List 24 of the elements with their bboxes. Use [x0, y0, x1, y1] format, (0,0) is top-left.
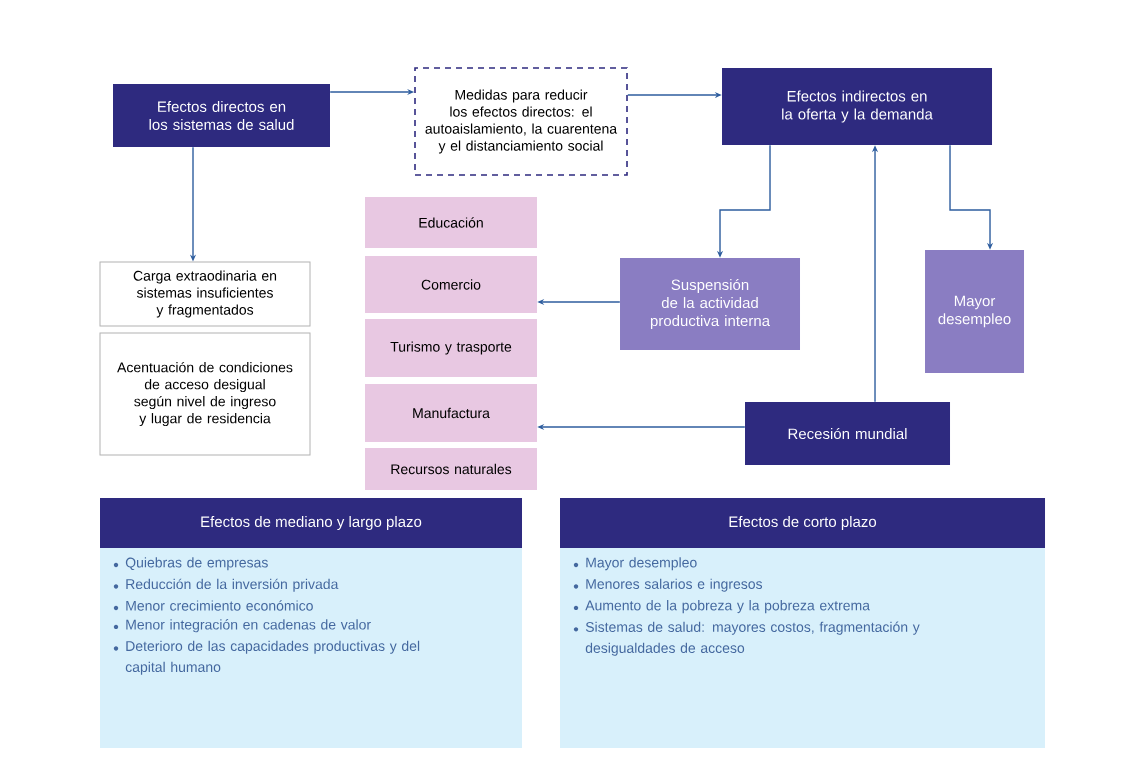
sector-box: Recursos naturales: [365, 448, 537, 490]
sector-box: Educación: [365, 197, 537, 248]
process-box: Acentuación de condiciones de acceso desigual según nivel de ingreso y lugar de residencia: [99, 332, 311, 456]
process-box: Mayor desempleo: [925, 250, 1024, 373]
process-box: Suspensión de la actividad productiva interna: [620, 258, 800, 350]
bullet-item: Aumento de la pobreza y la pobreza extrema: [585, 600, 870, 614]
bullet-item: Reducción de la inversión privada: [126, 578, 339, 592]
panel-heading: Efectos de mediano y largo plazo: [201, 516, 422, 530]
bullet-item: Mayor desempleo: [586, 557, 697, 571]
bullet-item: Menores salarios e ingresos: [586, 578, 763, 592]
process-box: Recesión mundial: [745, 402, 950, 465]
bullet-item: Menor crecimiento económico: [126, 600, 313, 611]
process-box: Efectos directos en los sistemas de salud: [113, 84, 330, 147]
dashed-box: Medidas para reducir los efectos directos: el autoaislamiento, la cuarentena y el distanciamiento social: [414, 67, 628, 176]
bullet-item: Quiebras de empresas: [125, 557, 268, 571]
sector-box: Comercio: [365, 256, 537, 313]
process-box: Efectos indirectos en la oferta y la demanda: [722, 68, 992, 145]
process-box: Carga extraodinaria en sistemas insuficientes y fragmentados: [99, 261, 311, 327]
bullet-item: Menor integración en cadenas de valor: [126, 619, 371, 633]
bullet-item: Sistemas de salud: mayores costos, fragmentación y desigualdades de acceso: [585, 621, 920, 656]
sector-box: Turismo y trasporte: [365, 319, 537, 377]
bullet-item: Deterioro de las capacidades productivas y del capital humano: [125, 640, 420, 675]
panel-heading: Efectos de corto plazo: [729, 516, 877, 530]
sector-box: Manufactura: [365, 384, 537, 442]
